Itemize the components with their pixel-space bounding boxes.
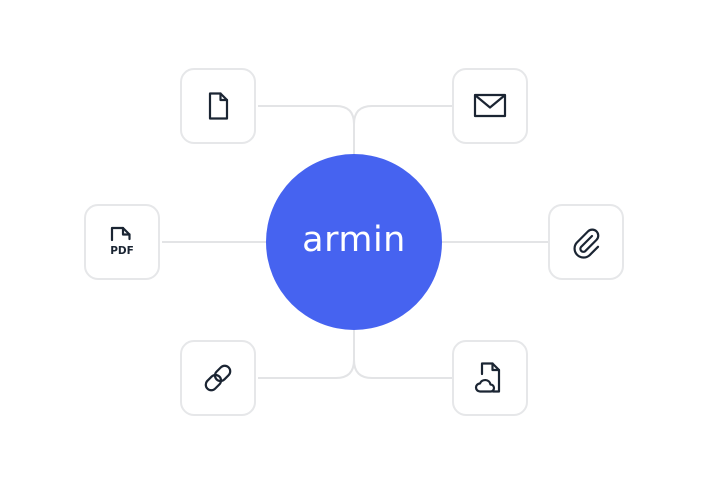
cloud-file-icon bbox=[474, 362, 501, 393]
pdf-tile: PDF bbox=[84, 204, 160, 280]
paperclip-tile bbox=[548, 204, 624, 280]
connector-cloud bbox=[353, 324, 452, 379]
link-icon bbox=[204, 364, 232, 392]
mail-icon bbox=[473, 93, 507, 118]
connector-document bbox=[258, 105, 355, 160]
paperclip-icon bbox=[573, 228, 600, 259]
document-tile bbox=[180, 68, 256, 144]
document-icon bbox=[208, 92, 229, 120]
cloud-file-tile bbox=[452, 340, 528, 416]
connector-mail bbox=[353, 105, 452, 160]
hub-label: armin bbox=[302, 220, 406, 260]
pdf-label: PDF bbox=[110, 245, 134, 257]
connector-link bbox=[258, 324, 355, 379]
pdf-file-icon: PDF bbox=[110, 226, 134, 257]
armin-hub: armin bbox=[266, 154, 442, 330]
mail-tile bbox=[452, 68, 528, 144]
link-tile bbox=[180, 340, 256, 416]
